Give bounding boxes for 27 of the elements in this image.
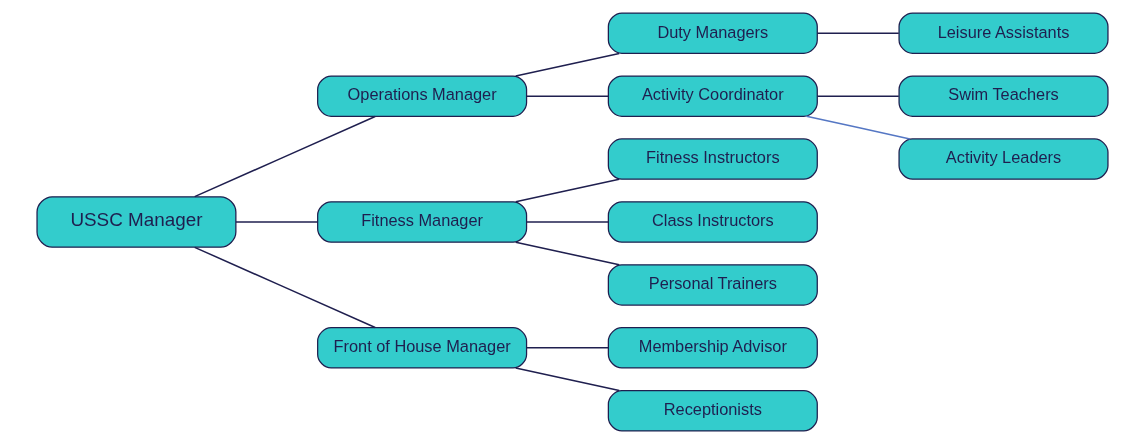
- connector: [514, 52, 620, 77]
- node-box: Activity Leaders: [897, 138, 1109, 180]
- connector: [525, 347, 609, 349]
- node-box: Duty Managers: [607, 12, 818, 54]
- connector: [514, 178, 620, 203]
- node-box: Activity Coordinator: [607, 75, 818, 117]
- node-box: Personal Trainers: [607, 264, 818, 306]
- connector: [193, 115, 376, 198]
- node-box: Membership Advisor: [607, 327, 818, 369]
- node-box: Fitness Manager: [316, 201, 527, 243]
- connector: [525, 95, 609, 97]
- connector: [816, 95, 900, 97]
- node-box: Fitness Instructors: [607, 138, 818, 180]
- node-box: Front of House Manager: [316, 327, 527, 369]
- node-box: Swim Teachers: [897, 75, 1109, 117]
- node-box: USSC Manager: [35, 196, 236, 248]
- connector: [234, 221, 318, 223]
- node-box: Operations Manager: [316, 75, 527, 117]
- connector: [514, 367, 620, 392]
- connector: [525, 221, 609, 223]
- node-box: Class Instructors: [607, 201, 818, 243]
- connector: [514, 241, 620, 266]
- node-box: Leisure Assistants: [897, 12, 1109, 54]
- node-box: Receptionists: [607, 390, 818, 432]
- connector: [805, 115, 911, 140]
- connector: [193, 246, 376, 329]
- connector: [816, 32, 900, 34]
